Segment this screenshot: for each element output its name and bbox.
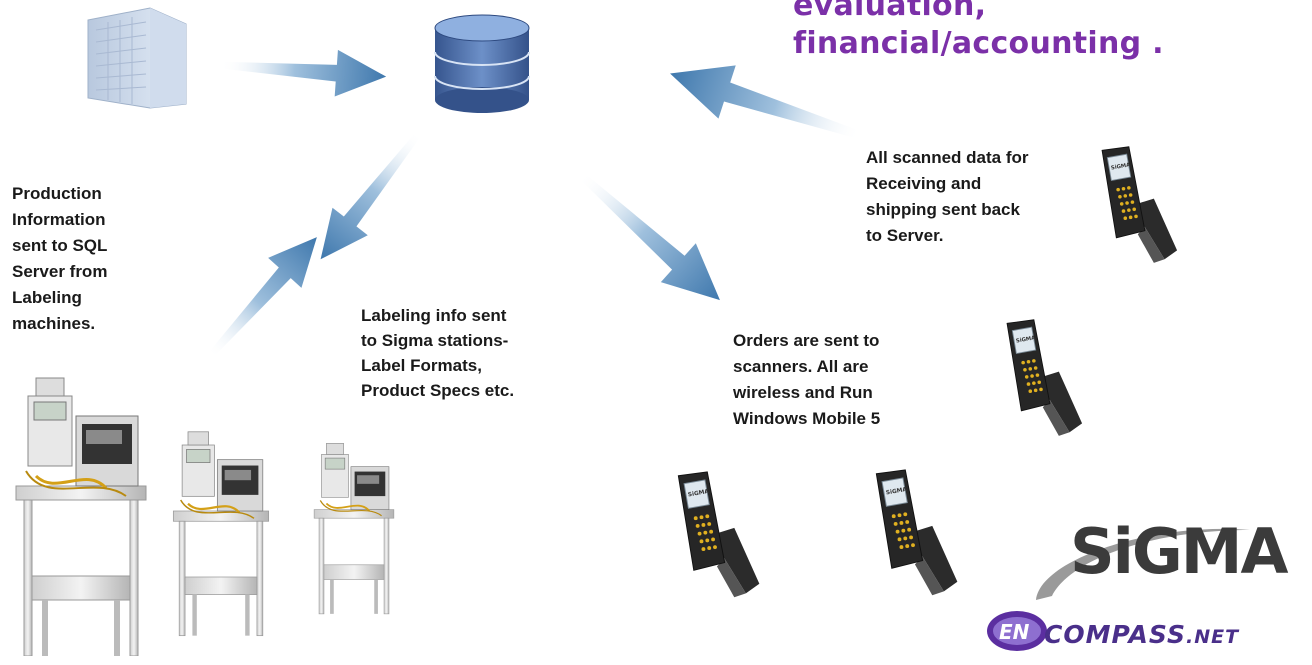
production-line: machines. [12,314,96,333]
sigma-swoosh [1036,528,1250,600]
orders-note: Orders are sent to scanners. All are wir… [733,328,880,432]
header-purple-text: evaluation, financial/accounting . [793,0,1164,62]
orders-line: wireless and Run [733,383,873,402]
encompass-logo: COMPASS.NET [1044,620,1239,649]
orders-line: Windows Mobile 5 [733,409,881,428]
scanned-line: Receiving and [866,174,982,193]
arrow-server-to-scanners [563,155,738,320]
production-line: Production [12,184,102,203]
production-note: Production Information sent to SQL Serve… [12,181,107,337]
header-line: financial/accounting . [793,26,1164,61]
sigma-logo: SiGMA [1070,515,1288,588]
handheld-scanner-icon [677,471,760,598]
database-icon [434,14,530,113]
labeling-line: Label Formats, [361,356,482,375]
encompass-badge-icon [987,611,1047,651]
production-line: Information [12,210,106,229]
arrow-scanners-to-server [661,46,869,162]
labeling-line: to Sigma stations- [361,331,509,350]
production-line: sent to SQL [12,236,108,255]
labeling-station-icon [172,430,270,637]
arrow-stations-to-server [193,222,334,372]
encompass-main: COMPASS [1044,620,1186,649]
arrow-server-to-stations [302,119,437,274]
handheld-scanner-icon [875,469,958,596]
scanned-line: All scanned data for [866,148,1029,167]
labeling-note: Labeling info sent to Sigma stations- La… [361,303,514,403]
labeling-line: Labeling info sent [361,306,507,325]
scanned-note: All scanned data for Receiving and shipp… [866,145,1028,249]
orders-line: scanners. All are [733,357,869,376]
encompass-suffix: .NET [1185,626,1240,648]
handheld-scanner-icon [1101,146,1178,264]
labeling-line: Product Specs etc. [361,381,515,400]
scanned-line: shipping sent back [866,200,1020,219]
orders-line: Orders are sent to [733,331,880,350]
production-line: Labeling [12,288,82,307]
arrow-building-to-server [218,41,388,100]
labeling-station-icon [14,376,148,656]
labeling-station-icon [313,442,395,615]
scanned-line: to Server. [866,226,944,245]
office-building-icon [87,7,187,109]
encompass-badge-text: EN [999,620,1030,644]
production-line: Server from [12,262,108,281]
handheld-scanner-icon [1006,319,1083,437]
header-line: evaluation, [793,0,987,23]
